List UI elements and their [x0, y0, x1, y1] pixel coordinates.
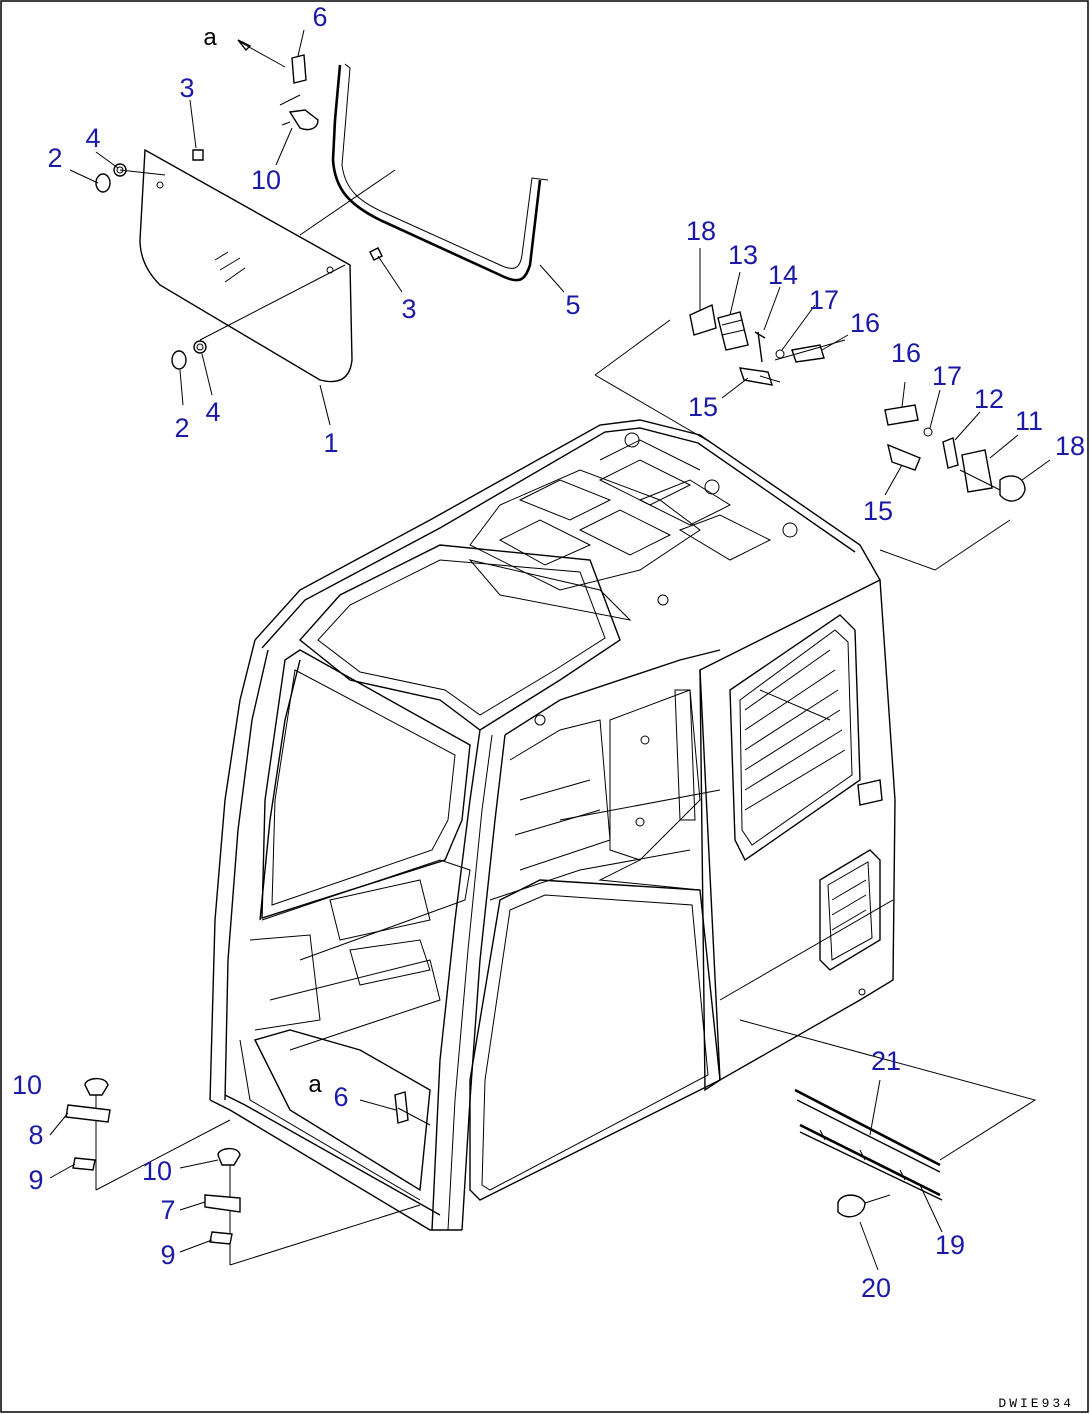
- callout-label: 3: [179, 73, 194, 103]
- bolt: [217, 1147, 241, 1166]
- shim: [209, 1231, 233, 1245]
- callout-label: 3: [401, 294, 416, 324]
- callout-label: 2: [174, 413, 189, 443]
- callout-label: 17: [932, 361, 962, 391]
- glass-assembly: [95, 148, 396, 383]
- callout-label: 2: [47, 143, 62, 173]
- cover: [999, 475, 1026, 502]
- plate: [689, 303, 717, 336]
- reference-marker: a: [308, 1071, 322, 1098]
- callout-label: 6: [312, 2, 327, 32]
- callout-label: 13: [728, 240, 758, 270]
- callout-label: 21: [871, 1046, 901, 1076]
- bolt: [84, 1077, 109, 1096]
- cap: [95, 173, 111, 193]
- callout-label: 18: [1055, 431, 1085, 461]
- callout-label: 15: [863, 496, 893, 526]
- cap: [171, 350, 187, 370]
- callout-label: 5: [565, 290, 580, 320]
- callout-label: 17: [809, 285, 839, 315]
- bracket: [65, 1104, 111, 1123]
- callout-label: 4: [85, 123, 100, 153]
- callout-label: 15: [688, 392, 718, 422]
- striker: [738, 367, 774, 386]
- reference-marker: a: [203, 24, 217, 51]
- shim: [72, 1157, 96, 1171]
- glass-panel: [139, 148, 353, 383]
- top-fasteners: [237, 39, 319, 131]
- clip: [369, 247, 383, 261]
- lower-rail: [739, 1019, 1037, 1218]
- stopper: [291, 54, 307, 84]
- washer: [193, 340, 207, 354]
- seal-strip: [331, 64, 542, 282]
- callout-label: 7: [160, 1195, 175, 1225]
- callout-label: 10: [12, 1070, 42, 1100]
- cab-frame: [209, 419, 896, 1231]
- bolt: [288, 109, 319, 131]
- callout-label: 19: [935, 1230, 965, 1260]
- washer: [113, 163, 127, 177]
- drawing-code: DWIE934: [998, 1396, 1074, 1411]
- leader-lines: [49, 29, 1051, 1271]
- stopper: [394, 1091, 409, 1124]
- callout-labels: 6 3 4 2 10 3 5 2 4 1 18 13 14 17 16 15 1…: [12, 2, 1085, 1411]
- striker: [887, 443, 921, 471]
- plate: [942, 437, 959, 469]
- rail-strip: [794, 1088, 941, 1167]
- callout-label: 1: [323, 428, 338, 458]
- pin: [884, 404, 919, 426]
- callout-label: 14: [768, 260, 798, 290]
- callout-label: 16: [891, 338, 921, 368]
- lower-left-hardware: [65, 1077, 421, 1266]
- callout-label: 18: [686, 216, 716, 246]
- callout-label: 10: [251, 165, 281, 195]
- callout-label: 6: [333, 1082, 348, 1112]
- door-catch-hardware: [594, 303, 1026, 571]
- callout-label: 4: [205, 397, 220, 427]
- clip: [192, 149, 204, 161]
- callout-label: 10: [142, 1156, 172, 1186]
- callout-label: 16: [850, 308, 880, 338]
- catch: [961, 449, 993, 493]
- catch: [717, 311, 749, 351]
- bolt: [837, 1194, 866, 1218]
- callout-label: 9: [160, 1240, 175, 1270]
- pin: [791, 344, 825, 363]
- callout-label: 9: [28, 1165, 43, 1195]
- callout-label: 12: [974, 384, 1004, 414]
- callout-label: 11: [1015, 406, 1043, 436]
- callout-label: 8: [28, 1120, 43, 1150]
- callout-label: 20: [861, 1273, 891, 1303]
- bracket: [204, 1194, 241, 1213]
